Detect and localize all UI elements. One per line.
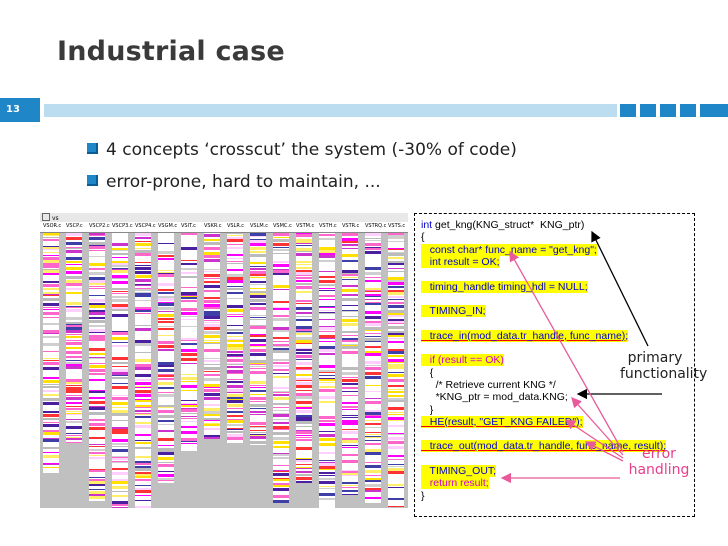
code-line: { <box>421 366 434 379</box>
column-label: VSMC.c <box>273 223 292 229</box>
column-header-row <box>40 222 408 233</box>
window-checkbox-icon <box>42 213 50 221</box>
column-label: VSKR.c <box>204 223 222 229</box>
bullet-item: 4 concepts ‘crosscut’ the system (-30% o… <box>87 140 517 160</box>
column-label: VSOR.c <box>43 223 62 229</box>
column-label: VSCP2.c <box>89 223 110 229</box>
file-column <box>112 233 128 508</box>
bullet-text: 4 concepts ‘crosscut’ the system (-30% o… <box>106 140 517 160</box>
column-label: VSGM.c <box>158 223 178 229</box>
slide-number: 13 <box>6 104 20 115</box>
code-line: const char* func_name = "get_kng"; <box>421 243 597 256</box>
file-column <box>250 233 266 445</box>
column-label: VSCP3.c <box>112 223 133 229</box>
file-column <box>181 233 197 451</box>
column-label: VSTM.c <box>296 223 315 229</box>
code-line: *KNG_ptr = mod_data.KNG; <box>421 391 568 404</box>
header-rule <box>44 104 617 117</box>
code-line: } <box>421 489 425 502</box>
code-line: return result; <box>421 477 489 490</box>
file-column <box>365 233 381 503</box>
file-column <box>43 233 59 473</box>
header-square <box>620 104 636 117</box>
file-column <box>227 233 243 443</box>
column-label: VSTR.c <box>342 223 360 229</box>
code-line: int get_kng(KNG_struct* KNG_ptr) <box>421 219 585 231</box>
column-label: VSLR.c <box>227 223 245 229</box>
code-line: TIMING_IN; <box>421 305 486 318</box>
code-line: { <box>421 231 425 244</box>
column-label: VSLM.c <box>250 223 269 229</box>
column-label: VSTRQ.c <box>365 223 387 229</box>
header-square <box>660 104 676 117</box>
column-label: VSIT.c <box>181 223 196 229</box>
header-square <box>700 104 728 117</box>
file-column <box>89 233 105 501</box>
file-column <box>273 233 289 503</box>
file-column <box>342 233 358 495</box>
code-line: /* Retrieve current KNG */ <box>421 378 556 391</box>
bullet-square-icon <box>87 175 98 186</box>
file-column <box>204 233 220 439</box>
slide-title: Industrial case <box>57 36 285 67</box>
window-label: vs <box>52 215 59 222</box>
code-line: timing_handle timing_hdl = NULL; <box>421 280 588 293</box>
file-column <box>388 233 404 507</box>
code-line: trace_in(mod_data.tr_handle, func_name); <box>421 329 629 342</box>
window-titlebar: vs <box>40 213 408 222</box>
code-line: TIMING_OUT; <box>421 465 497 477</box>
code-line: } <box>421 403 434 416</box>
code-line: if (result == OK) <box>421 354 504 367</box>
file-column <box>319 233 335 508</box>
column-label: VSTH.c <box>319 223 337 229</box>
file-column <box>296 233 312 483</box>
bullet-item: error-prone, hard to maintain, ... <box>87 172 381 192</box>
file-column <box>158 233 174 483</box>
column-label: VSCP.c <box>66 223 83 229</box>
bullet-text: error-prone, hard to maintain, ... <box>106 172 381 192</box>
column-label: VSCP4.c <box>135 223 156 229</box>
column-label: VSTS.c <box>388 223 406 229</box>
header-square <box>680 104 696 117</box>
code-line: int result = OK; <box>421 255 500 268</box>
slide-number-box <box>0 98 40 122</box>
header-square <box>640 104 656 117</box>
bullet-square-icon <box>87 143 98 154</box>
file-column <box>66 233 82 443</box>
file-column <box>135 233 151 508</box>
code-line: HE(result, "GET_KNG FAILED"); <box>421 415 583 428</box>
